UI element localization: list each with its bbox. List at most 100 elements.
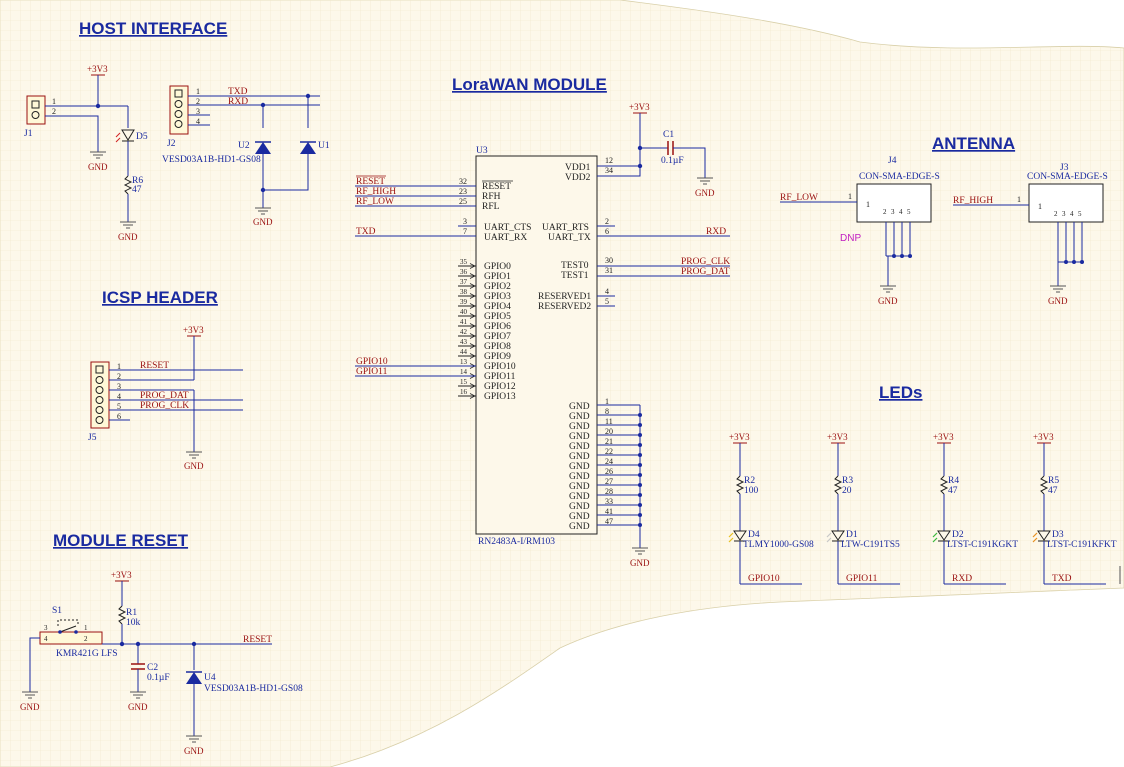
svg-text:GND: GND: [695, 188, 715, 198]
svg-text:R6: R6: [132, 176, 143, 186]
svg-text:100: 100: [744, 486, 759, 496]
svg-text:D4: D4: [748, 530, 760, 540]
svg-text:GND: GND: [630, 558, 650, 568]
svg-text:1: 1: [84, 624, 88, 632]
gpio-pin-label: GPIO12: [484, 382, 516, 392]
svg-text:RF_HIGH: RF_HIGH: [953, 196, 993, 206]
led-net-label: GPIO10: [748, 574, 780, 584]
svg-text:LTW-C191TS5: LTW-C191TS5: [841, 540, 900, 550]
gpio-pin-label: GPIO2: [484, 282, 511, 292]
svg-text:CON-SMA-EDGE-S: CON-SMA-EDGE-S: [1027, 172, 1108, 182]
gpio-pin-label: GPIO7: [484, 332, 511, 342]
u2-tvs-diode: U2: [238, 141, 271, 154]
gpio10-net: GPIO10: [356, 357, 388, 367]
svg-text:GND: GND: [88, 162, 108, 172]
svg-text:RESET: RESET: [243, 635, 272, 645]
svg-text:2: 2: [196, 97, 200, 106]
svg-text:TXD: TXD: [356, 227, 376, 237]
gnd-pin-number: 8: [605, 407, 609, 416]
section-title-leds: LEDs: [879, 383, 922, 402]
gnd-pin-number: 47: [605, 517, 613, 526]
gnd-pin-number: 33: [605, 497, 613, 506]
gnd-pin-label: GND: [569, 512, 590, 522]
svg-text:RN2483A-I/RM103: RN2483A-I/RM103: [478, 537, 555, 547]
svg-text:30: 30: [605, 256, 613, 265]
gpio-pin-number: 41: [460, 318, 468, 326]
svg-text:GND: GND: [184, 746, 204, 756]
svg-text:1: 1: [117, 362, 121, 371]
svg-text:VESD03A1B-HD1-GS08: VESD03A1B-HD1-GS08: [162, 155, 261, 165]
svg-text:VESD03A1B-HD1-GS08: VESD03A1B-HD1-GS08: [204, 684, 303, 694]
svg-text:3: 3: [196, 107, 200, 116]
svg-text:RFH: RFH: [482, 192, 501, 202]
gnd-pin-number: 41: [605, 507, 613, 516]
svg-text:RF_HIGH: RF_HIGH: [356, 187, 396, 197]
s1-reset-switch: S1 3 4 2 1 KMR421G LFS: [39, 606, 118, 659]
dnp-marker: DNP: [840, 233, 861, 244]
svg-text:3: 3: [891, 208, 895, 216]
d5-led: D5: [115, 129, 148, 143]
svg-text:TXD: TXD: [228, 87, 248, 97]
svg-text:23: 23: [459, 187, 467, 196]
led-net-label: RXD: [952, 574, 972, 584]
j5-connector: J5 1 2 3 4 5 6: [88, 361, 121, 443]
gpio-pin-number: 35: [460, 258, 468, 266]
svg-text:RESET: RESET: [356, 177, 385, 187]
u3-gnd-pins: GND1GND8GND11GND20GND21GND22GND24GND26GN…: [569, 397, 642, 532]
svg-text:UART_RTS: UART_RTS: [542, 223, 589, 233]
svg-text:PROG_CLK: PROG_CLK: [140, 401, 189, 411]
svg-text:2: 2: [84, 635, 88, 643]
gnd-pin-label: GND: [569, 522, 590, 532]
svg-text:0.1µF: 0.1µF: [147, 673, 170, 683]
svg-text:4: 4: [605, 287, 609, 296]
svg-text:R3: R3: [842, 476, 853, 486]
svg-text:D2: D2: [952, 530, 964, 540]
svg-text:C2: C2: [147, 663, 158, 673]
gpio11-net: GPIO11: [356, 367, 388, 377]
gnd-pin-label: GND: [569, 442, 590, 452]
svg-text:2: 2: [1054, 210, 1058, 218]
gpio-pin-label: GPIO3: [484, 292, 511, 302]
svg-text:4: 4: [117, 392, 121, 401]
svg-text:D5: D5: [136, 132, 148, 142]
svg-text:1: 1: [1038, 202, 1042, 211]
svg-text:RF_LOW: RF_LOW: [356, 197, 394, 207]
svg-text:5: 5: [1078, 210, 1082, 218]
svg-text:UART_TX: UART_TX: [548, 233, 591, 243]
gpio-pin-label: GPIO1: [484, 272, 511, 282]
svg-text:CON-SMA-EDGE-S: CON-SMA-EDGE-S: [859, 172, 940, 182]
led-diode-icon: [1037, 530, 1051, 541]
u3-left-control-pins: RESET RFH RFL 32 23 25 RESET RF_HIGH RF_…: [356, 175, 513, 212]
svg-text:R4: R4: [948, 476, 959, 486]
svg-text:TLMY1000-GS08: TLMY1000-GS08: [743, 540, 814, 550]
svg-text:C1: C1: [663, 130, 674, 140]
svg-text:RESERVED1: RESERVED1: [538, 292, 591, 302]
led-resistor: [735, 475, 745, 495]
svg-text:4: 4: [899, 208, 903, 216]
gnd-pin-label: GND: [569, 402, 590, 412]
led-resistor: [939, 475, 949, 495]
svg-text:4: 4: [196, 117, 200, 126]
u1-tvs-diode: U1: [300, 141, 330, 154]
svg-text:25: 25: [459, 197, 467, 206]
section-title-lorawan-module: LoraWAN MODULE: [452, 75, 607, 94]
svg-text:+3V3: +3V3: [111, 570, 132, 580]
svg-text:J5: J5: [88, 433, 97, 443]
gnd-pin-label: GND: [569, 432, 590, 442]
gnd-pin-number: 26: [605, 467, 613, 476]
led-resistor: [1039, 475, 1049, 495]
svg-text:1: 1: [866, 200, 870, 209]
svg-text:3: 3: [117, 382, 121, 391]
j1-connector: J1 1 2: [24, 95, 56, 139]
gpio-pin-label: GPIO4: [484, 302, 511, 312]
svg-text:GND: GND: [1048, 296, 1068, 306]
gnd-pin-number: 22: [605, 447, 613, 456]
svg-text:UART_RX: UART_RX: [484, 233, 527, 243]
led-diode-icon: [733, 530, 747, 541]
svg-text:UART_CTS: UART_CTS: [484, 223, 531, 233]
svg-text:2: 2: [52, 107, 56, 116]
led-net-label: TXD: [1052, 574, 1072, 584]
